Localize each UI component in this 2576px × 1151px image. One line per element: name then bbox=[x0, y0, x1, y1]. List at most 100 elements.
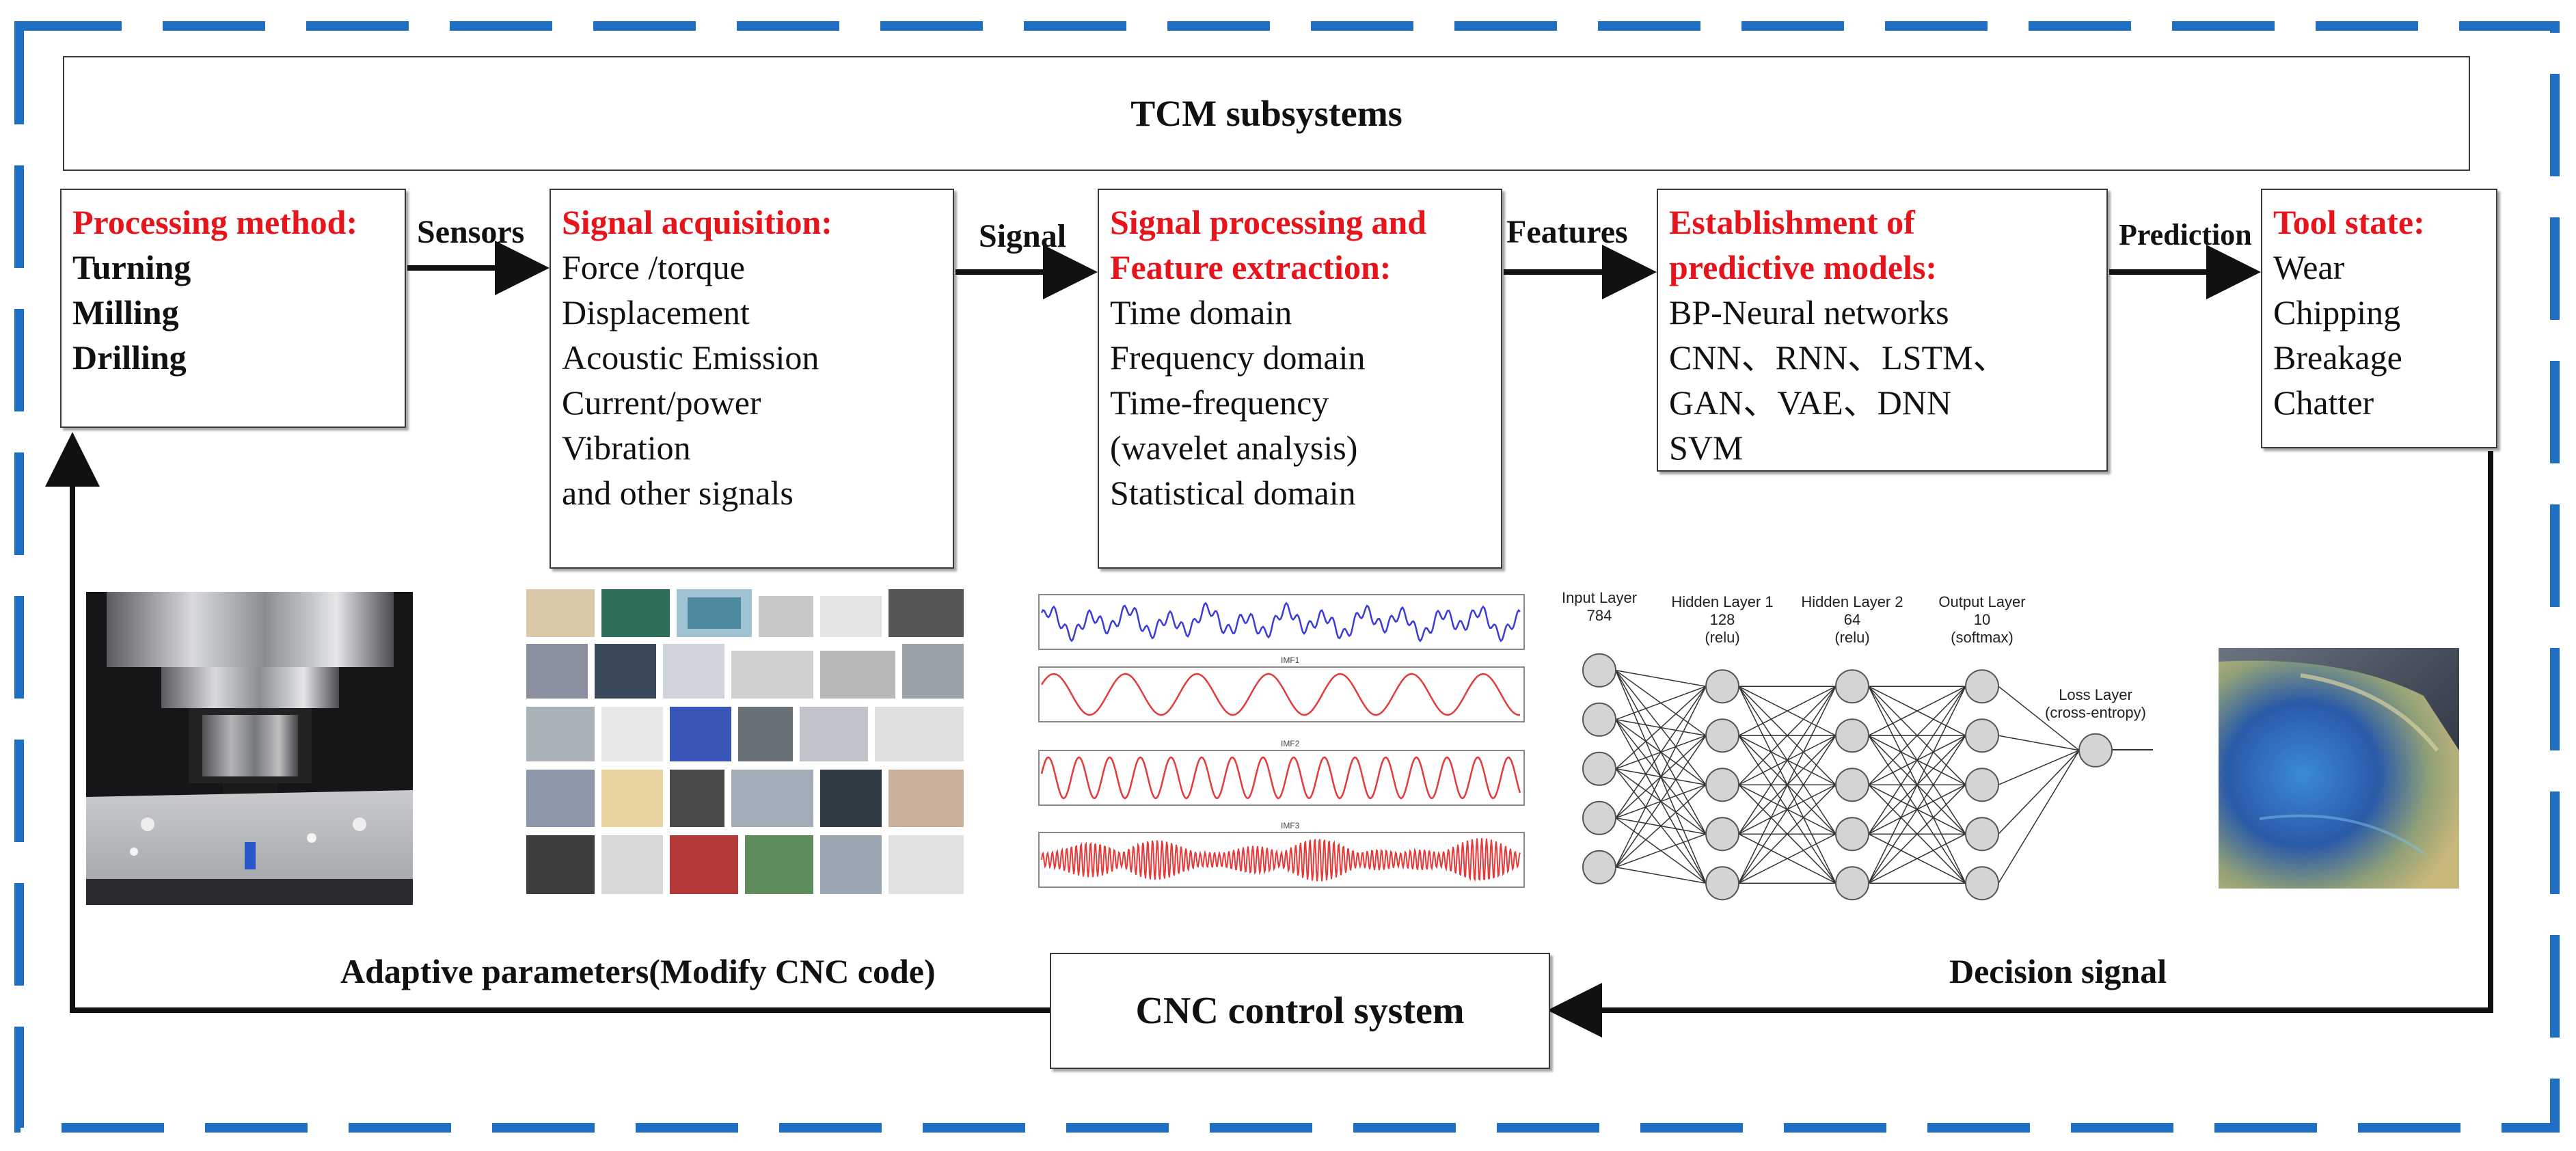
network-edge bbox=[1615, 686, 1707, 720]
stage-item: Force /torque bbox=[562, 248, 745, 286]
stage-item: Chipping bbox=[2273, 293, 2401, 331]
network-edge bbox=[1738, 686, 1836, 736]
line-decision bbox=[1547, 451, 2493, 1038]
network-node bbox=[1582, 850, 1616, 884]
signal-trace-imf3 bbox=[1041, 838, 1521, 882]
tool-state-box: Tool state: Wear Chipping Breakage Chatt… bbox=[2261, 189, 2497, 448]
signal-decomposition-plots: IMF1 IMF2 IMF3 bbox=[998, 592, 1538, 898]
network-edge bbox=[1615, 686, 1707, 819]
processing-method-box: Processing method: Turning Milling Drill… bbox=[60, 189, 406, 428]
network-edge bbox=[1738, 686, 1836, 835]
signal-plot-svg: IMF1 IMF2 IMF3 bbox=[1038, 594, 1525, 888]
network-node bbox=[1835, 718, 1869, 753]
network-edge bbox=[1615, 686, 1707, 868]
stage-item: Chatter bbox=[2273, 383, 2374, 422]
network-edge bbox=[1868, 686, 1966, 884]
stage-item: Breakage bbox=[2273, 338, 2402, 377]
network-node bbox=[1965, 768, 1999, 802]
stage-item: Time domain bbox=[1110, 293, 1292, 331]
network-node bbox=[1582, 653, 1616, 688]
cnc-control-system-label: CNC control system bbox=[1135, 990, 1465, 1032]
stage-item: SVM bbox=[1669, 429, 1744, 467]
stage-item: (wavelet analysis) bbox=[1110, 429, 1358, 467]
network-edge bbox=[1868, 784, 1966, 884]
label-decision-signal: Decision signal bbox=[1949, 952, 2167, 990]
hidden2-layer-name: Hidden Layer 2 bbox=[1801, 593, 1903, 610]
label-adaptive-parameters: Adaptive parameters(Modify CNC code) bbox=[340, 952, 936, 990]
network-node bbox=[1705, 768, 1739, 802]
network-nodes bbox=[1582, 653, 2113, 901]
network-node bbox=[1965, 718, 1999, 753]
network-edge bbox=[1998, 750, 2080, 785]
stage-item: and other signals bbox=[562, 474, 794, 512]
network-node bbox=[1835, 669, 1869, 704]
network-node bbox=[1835, 817, 1869, 852]
network-edge bbox=[1868, 686, 1966, 736]
network-edges bbox=[1615, 670, 2153, 884]
stage-item: Vibration bbox=[562, 429, 691, 467]
stage-item: Milling bbox=[72, 293, 179, 331]
stage-item: Time-frequency bbox=[1110, 383, 1329, 422]
signal-trace-original bbox=[1040, 601, 1521, 642]
stage-item: Displacement bbox=[562, 293, 750, 331]
network-edge bbox=[1738, 686, 1836, 785]
network-edge bbox=[1998, 750, 2080, 835]
label-prediction: Prediction bbox=[2119, 218, 2252, 252]
tool-wear-photo bbox=[2219, 648, 2459, 889]
network-node bbox=[1965, 866, 1999, 901]
hidden1-layer-size: 128 bbox=[1710, 611, 1735, 628]
hidden1-layer-act: (relu) bbox=[1705, 629, 1739, 646]
loss-layer-name: Loss Layer bbox=[2059, 686, 2132, 703]
stage-item: Statistical domain bbox=[1110, 474, 1356, 512]
cnc-control-system-box: CNC control system bbox=[1050, 953, 1550, 1069]
network-node bbox=[1705, 669, 1739, 704]
stage-item: Current/power bbox=[562, 383, 761, 422]
network-edge bbox=[1868, 686, 1966, 785]
output-layer-size: 10 bbox=[1974, 611, 1990, 628]
network-node bbox=[1582, 702, 1616, 737]
input-layer-name: Input Layer bbox=[1562, 589, 1637, 606]
stage-item: Turning bbox=[72, 248, 191, 286]
predictive-models-title: predictive models: bbox=[1669, 248, 1938, 286]
imf3-label: IMF3 bbox=[1281, 821, 1300, 830]
network-node bbox=[1705, 817, 1739, 852]
signal-processing-box: Signal processing and Feature extraction… bbox=[1098, 189, 1502, 569]
label-features: Features bbox=[1506, 214, 1628, 250]
network-node bbox=[1965, 817, 1999, 852]
stage-item: Drilling bbox=[72, 338, 187, 377]
network-node bbox=[2078, 733, 2113, 768]
network-edge bbox=[1615, 670, 1707, 687]
network-node bbox=[1582, 800, 1616, 835]
network-edge bbox=[1615, 686, 1707, 770]
neural-network-diagram: Input Layer 784 Hidden Layer 1 128 (relu… bbox=[1551, 582, 2167, 904]
stage-item: BP-Neural networks bbox=[1669, 293, 1949, 331]
milling-machine-photo bbox=[86, 592, 413, 905]
line-adaptive bbox=[45, 432, 1050, 1013]
network-edge bbox=[1738, 833, 1836, 884]
signal-acquisition-title: Signal acquisition: bbox=[562, 203, 832, 241]
stage-item: CNN、RNN、LSTM、 bbox=[1669, 338, 2007, 377]
hidden2-layer-act: (relu) bbox=[1834, 629, 1869, 646]
predictive-models-title: Establishment of bbox=[1669, 203, 1915, 241]
network-edge bbox=[1615, 735, 1707, 868]
output-layer-act: (softmax) bbox=[1951, 629, 2014, 646]
label-sensors: Sensors bbox=[417, 214, 525, 250]
imf2-label: IMF2 bbox=[1281, 739, 1300, 748]
network-node bbox=[1705, 866, 1739, 901]
signal-processing-title: Signal processing and bbox=[1110, 203, 1427, 241]
output-layer-name: Output Layer bbox=[1938, 593, 2025, 610]
input-layer-size: 784 bbox=[1587, 607, 1612, 624]
network-edge bbox=[1998, 750, 2080, 884]
hidden1-layer-name: Hidden Layer 1 bbox=[1671, 593, 1773, 610]
network-edge bbox=[1998, 735, 2080, 751]
signal-processing-title: Feature extraction: bbox=[1110, 248, 1392, 286]
network-edge bbox=[1868, 833, 1966, 884]
network-edge bbox=[1738, 735, 1836, 884]
tool-state-title: Tool state: bbox=[2273, 203, 2425, 241]
network-edge bbox=[1615, 833, 1707, 868]
predictive-models-box: Establishment of predictive models: BP-N… bbox=[1657, 189, 2108, 472]
network-edge bbox=[1738, 784, 1836, 884]
network-edge bbox=[1998, 686, 2080, 751]
